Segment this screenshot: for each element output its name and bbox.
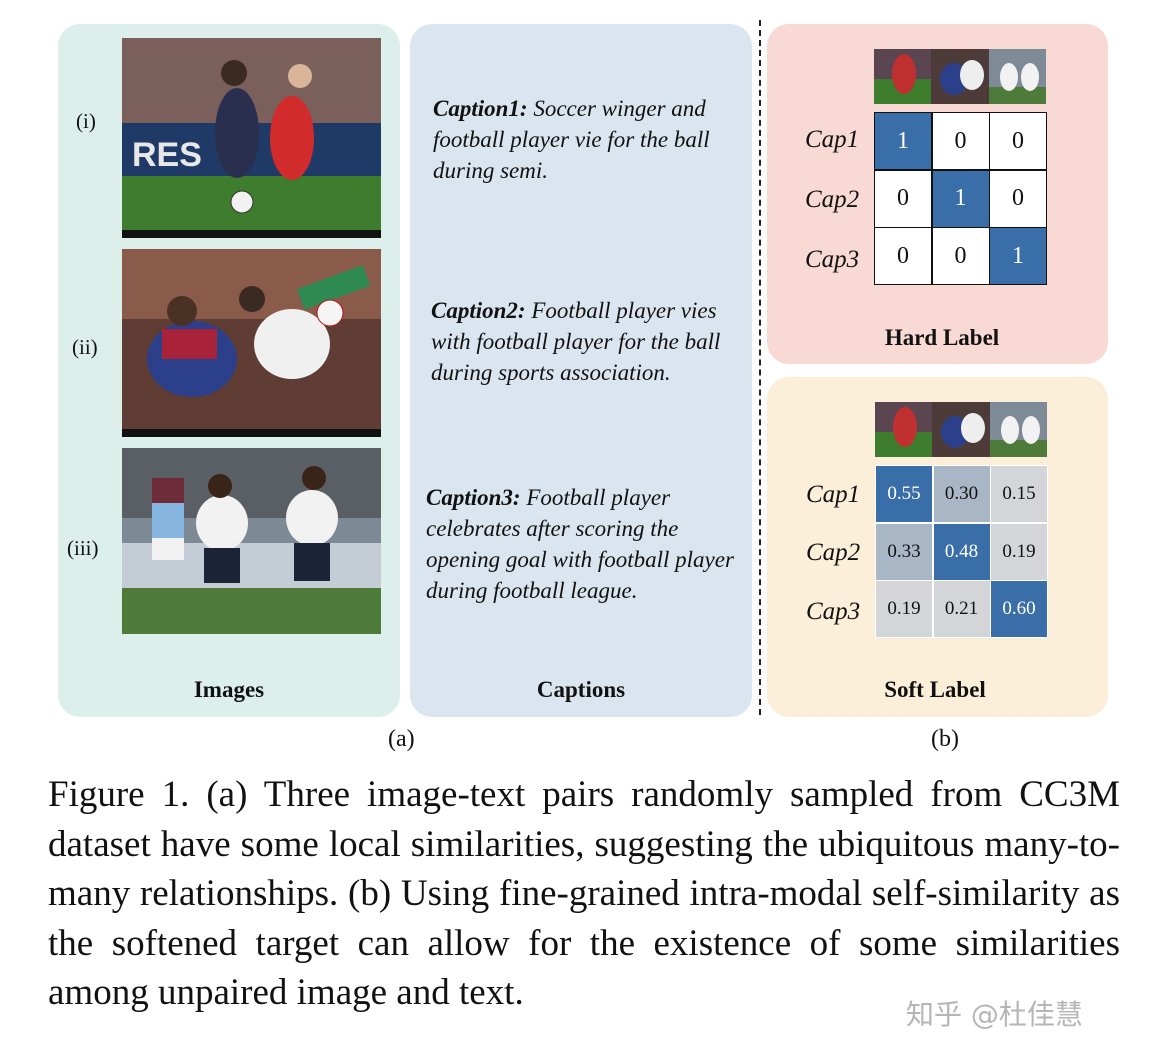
caption-2-text: Football player vies with football playe… — [431, 298, 721, 385]
captions-panel — [410, 24, 752, 717]
dashed-divider — [759, 20, 761, 715]
hard-cell-2-1: 0 — [931, 227, 990, 285]
soft-cell-2-2: 0.60 — [990, 580, 1048, 638]
hard-cell-0-1: 0 — [931, 112, 990, 170]
subfigure-label-a: (a) — [388, 726, 415, 752]
hard-row-label-cap2: Cap2 — [805, 186, 860, 213]
hard-cell-2-2: 1 — [989, 227, 1047, 285]
caption-1: Caption1: Soccer winger and football pla… — [433, 93, 733, 186]
soft-cell-1-1: 0.48 — [932, 522, 991, 581]
soft-row-label-cap3: Cap3 — [806, 598, 861, 625]
hard-cell-0-0: 1 — [874, 112, 932, 170]
caption-3-head: Caption3: — [426, 485, 521, 510]
hard-label-title: Hard Label — [884, 325, 1000, 350]
soccer-photo-2 — [122, 249, 381, 437]
subfigure-label-b: (b) — [931, 726, 959, 752]
hard-label-thumbnails — [874, 49, 1046, 104]
caption-2-head: Caption2: — [431, 298, 526, 323]
soft-row-label-cap2: Cap2 — [806, 539, 861, 566]
soft-label-title: Soft Label — [884, 677, 986, 702]
soft-cell-2-0: 0.19 — [875, 580, 933, 638]
hard-cell-1-2: 0 — [989, 169, 1047, 228]
hard-cell-1-0: 0 — [874, 169, 932, 228]
caption-1-head: Caption1: — [433, 96, 528, 121]
row-label-ii: (ii) — [72, 335, 98, 359]
soccer-photo-1: RES — [122, 38, 381, 238]
row-label-iii: (iii) — [67, 536, 99, 560]
caption-1-text: Soccer winger and football player vie fo… — [433, 96, 710, 183]
soft-cell-2-1: 0.21 — [932, 580, 991, 638]
caption-3-text: Football player celebrates after scoring… — [426, 485, 734, 603]
soft-row-label-cap1: Cap1 — [806, 481, 861, 508]
row-label-i: (i) — [76, 109, 96, 133]
soft-cell-0-1: 0.30 — [932, 465, 991, 523]
hard-row-label-cap3: Cap3 — [805, 246, 860, 273]
soft-cell-1-2: 0.19 — [990, 522, 1048, 581]
caption-3: Caption3: Football player celebrates aft… — [426, 482, 741, 606]
hard-cell-2-0: 0 — [874, 227, 932, 285]
caption-2: Caption2: Football player vies with foot… — [431, 295, 731, 388]
figure-caption: Figure 1. (a) Three image-text pairs ran… — [48, 774, 1120, 1013]
soft-cell-1-0: 0.33 — [875, 522, 933, 581]
captions-title: Captions — [536, 677, 626, 702]
soccer-photo-3 — [122, 448, 381, 634]
images-title: Images — [193, 677, 265, 702]
soft-label-thumbnails — [875, 402, 1047, 457]
hard-cell-1-1: 1 — [931, 169, 990, 228]
soft-cell-0-2: 0.15 — [990, 465, 1048, 523]
watermark: 知乎 @杜佳慧 — [906, 998, 1083, 1031]
hard-row-label-cap1: Cap1 — [805, 126, 860, 153]
hard-cell-0-2: 0 — [989, 112, 1047, 170]
svg-text:RES: RES — [132, 136, 202, 174]
soft-cell-0-0: 0.55 — [875, 465, 933, 523]
